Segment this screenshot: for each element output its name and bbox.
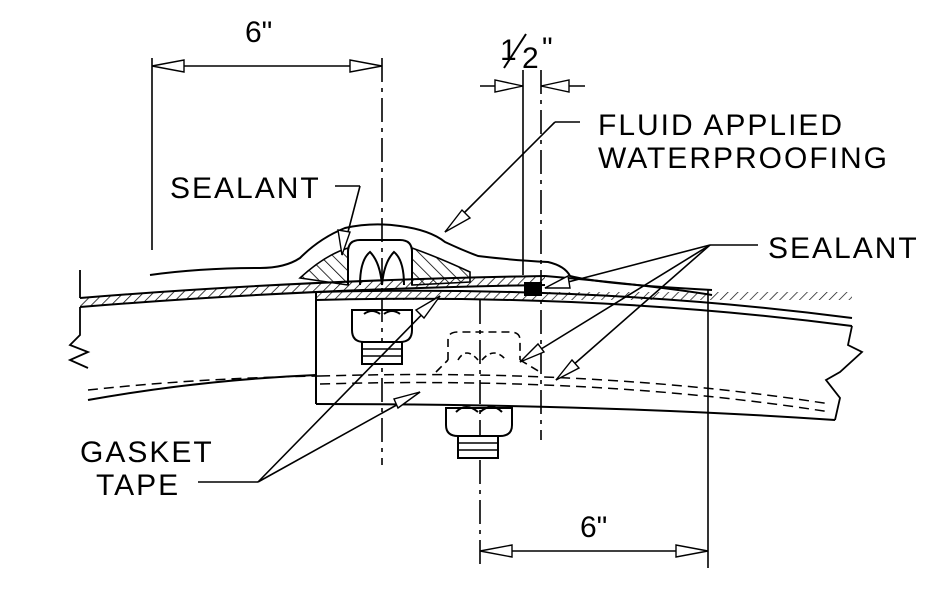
label-gasket: GASKET bbox=[80, 436, 214, 469]
waterproofing-membrane bbox=[149, 223, 713, 291]
leader-sealant-right bbox=[519, 244, 758, 381]
dim-bottom-right-label: 6" bbox=[580, 511, 607, 544]
dim-half-inch-mark: " bbox=[542, 32, 553, 65]
dim-top-left-label: 6" bbox=[245, 16, 272, 49]
dimension-top-6in: 6" bbox=[151, 16, 383, 465]
dim-half-inch-numerator: 1 bbox=[500, 34, 517, 67]
label-sealant-right: SEALANT bbox=[768, 232, 919, 265]
label-waterproofing: WATERPROOFING bbox=[598, 142, 889, 175]
lower-plate bbox=[315, 289, 864, 421]
leader-sealant-left bbox=[335, 185, 361, 256]
label-sealant-left: SEALANT bbox=[170, 172, 321, 205]
dimension-bottom-6in: 6" bbox=[479, 290, 709, 568]
leader-fluid-waterproofing bbox=[444, 121, 580, 233]
bolt-top-nut bbox=[347, 239, 413, 286]
sealant-block bbox=[524, 282, 542, 296]
bolt-left-lower bbox=[351, 309, 413, 365]
bolt-hidden-nut bbox=[435, 331, 541, 373]
label-tape: TAPE bbox=[96, 469, 180, 502]
label-fluid-applied: FLUID APPLIED bbox=[598, 109, 844, 142]
leader-gasket-tape bbox=[198, 295, 441, 483]
bolt-bottom bbox=[445, 406, 513, 459]
dimension-half-inch: 1 2 " bbox=[480, 32, 585, 440]
dim-half-inch-denominator: 2 bbox=[522, 42, 539, 75]
